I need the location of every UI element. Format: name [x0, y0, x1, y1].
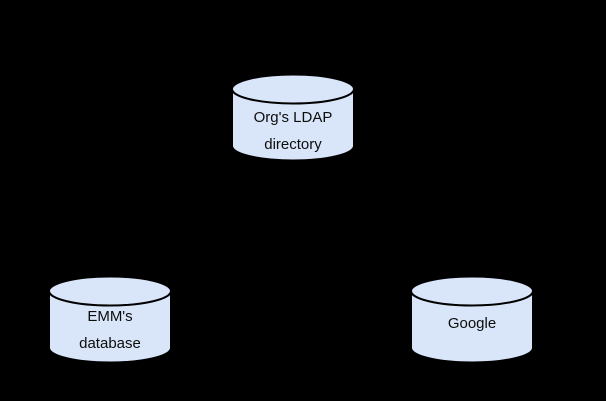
- node-label: Google: [410, 310, 534, 337]
- node-label: Org's LDAP directory: [231, 104, 355, 158]
- node-google: Google: [410, 275, 534, 365]
- cylinder-top-ellipse: [231, 73, 355, 105]
- cylinder-top-ellipse: [48, 275, 172, 307]
- database-cylinder-icon: [48, 275, 172, 364]
- node-label-line: database: [79, 335, 141, 352]
- node-label-line: Org's LDAP: [253, 109, 333, 126]
- node-orgs-ldap-directory: Org's LDAP directory: [231, 73, 355, 163]
- node-emms-database: EMM's database: [48, 275, 172, 365]
- node-label-line: Google: [447, 315, 497, 332]
- node-label-line: EMM's: [87, 308, 133, 325]
- node-label-line: directory: [264, 136, 322, 153]
- database-cylinder-icon: [410, 275, 534, 364]
- cylinder-top-ellipse: [410, 275, 534, 307]
- database-cylinder-icon: [231, 73, 355, 162]
- node-label: EMM's database: [48, 303, 172, 357]
